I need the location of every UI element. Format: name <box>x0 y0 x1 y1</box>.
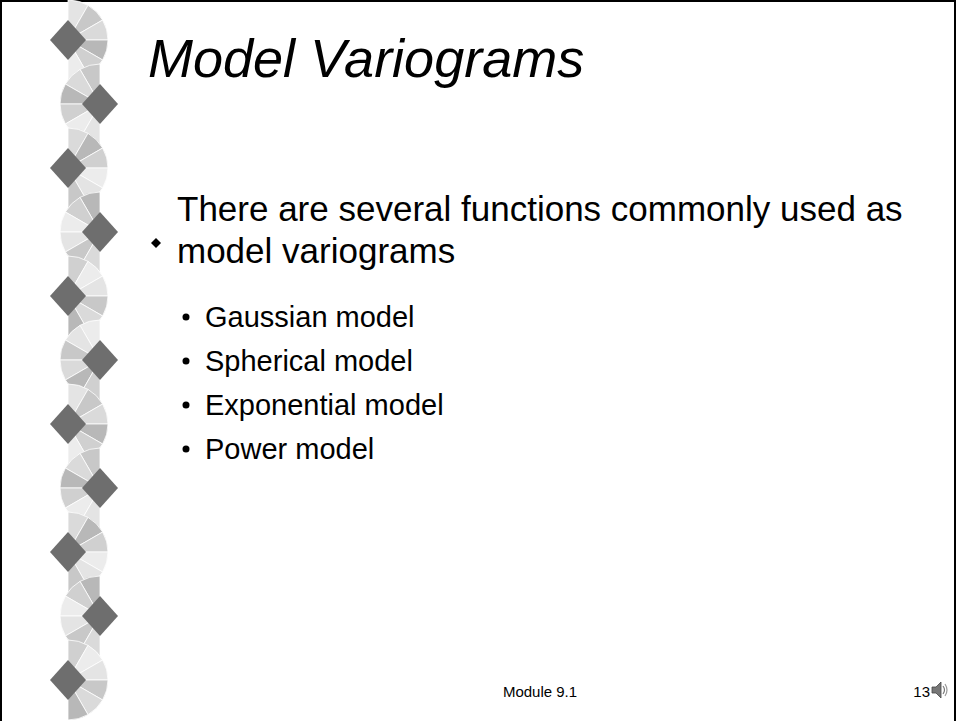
sub-bullet-text: Exponential model <box>205 387 805 423</box>
fan-diamond <box>50 532 86 572</box>
fan-diamond <box>82 468 118 508</box>
footer-text: Module 9.1 <box>480 683 600 701</box>
bullet-text: There are several functions commonly use… <box>177 188 947 272</box>
fan-diamond <box>82 212 118 252</box>
sub-bullet-text: Spherical model <box>205 343 805 379</box>
bullet-dot <box>183 402 190 409</box>
page-number: 13 <box>906 683 930 701</box>
bullet-diamond <box>151 238 161 248</box>
slide-title: Model Variograms <box>148 26 584 90</box>
fan-diamond <box>50 404 86 444</box>
bullet-marks <box>151 238 190 453</box>
fan-diamond <box>50 20 86 60</box>
fan-border <box>50 0 118 720</box>
fan-diamond <box>82 84 118 124</box>
sub-bullet-text: Power model <box>205 431 805 467</box>
bullet-dot <box>183 446 190 453</box>
fan-diamond <box>50 276 86 316</box>
bullet-dot <box>183 358 190 365</box>
fan-diamond <box>50 148 86 188</box>
fan-diamond <box>82 596 118 636</box>
fan-diamond <box>82 340 118 380</box>
bullet-dot <box>183 314 190 321</box>
sub-bullet-text: Gaussian model <box>205 299 805 335</box>
speaker-icon <box>932 682 947 698</box>
fan-diamond <box>50 660 86 700</box>
